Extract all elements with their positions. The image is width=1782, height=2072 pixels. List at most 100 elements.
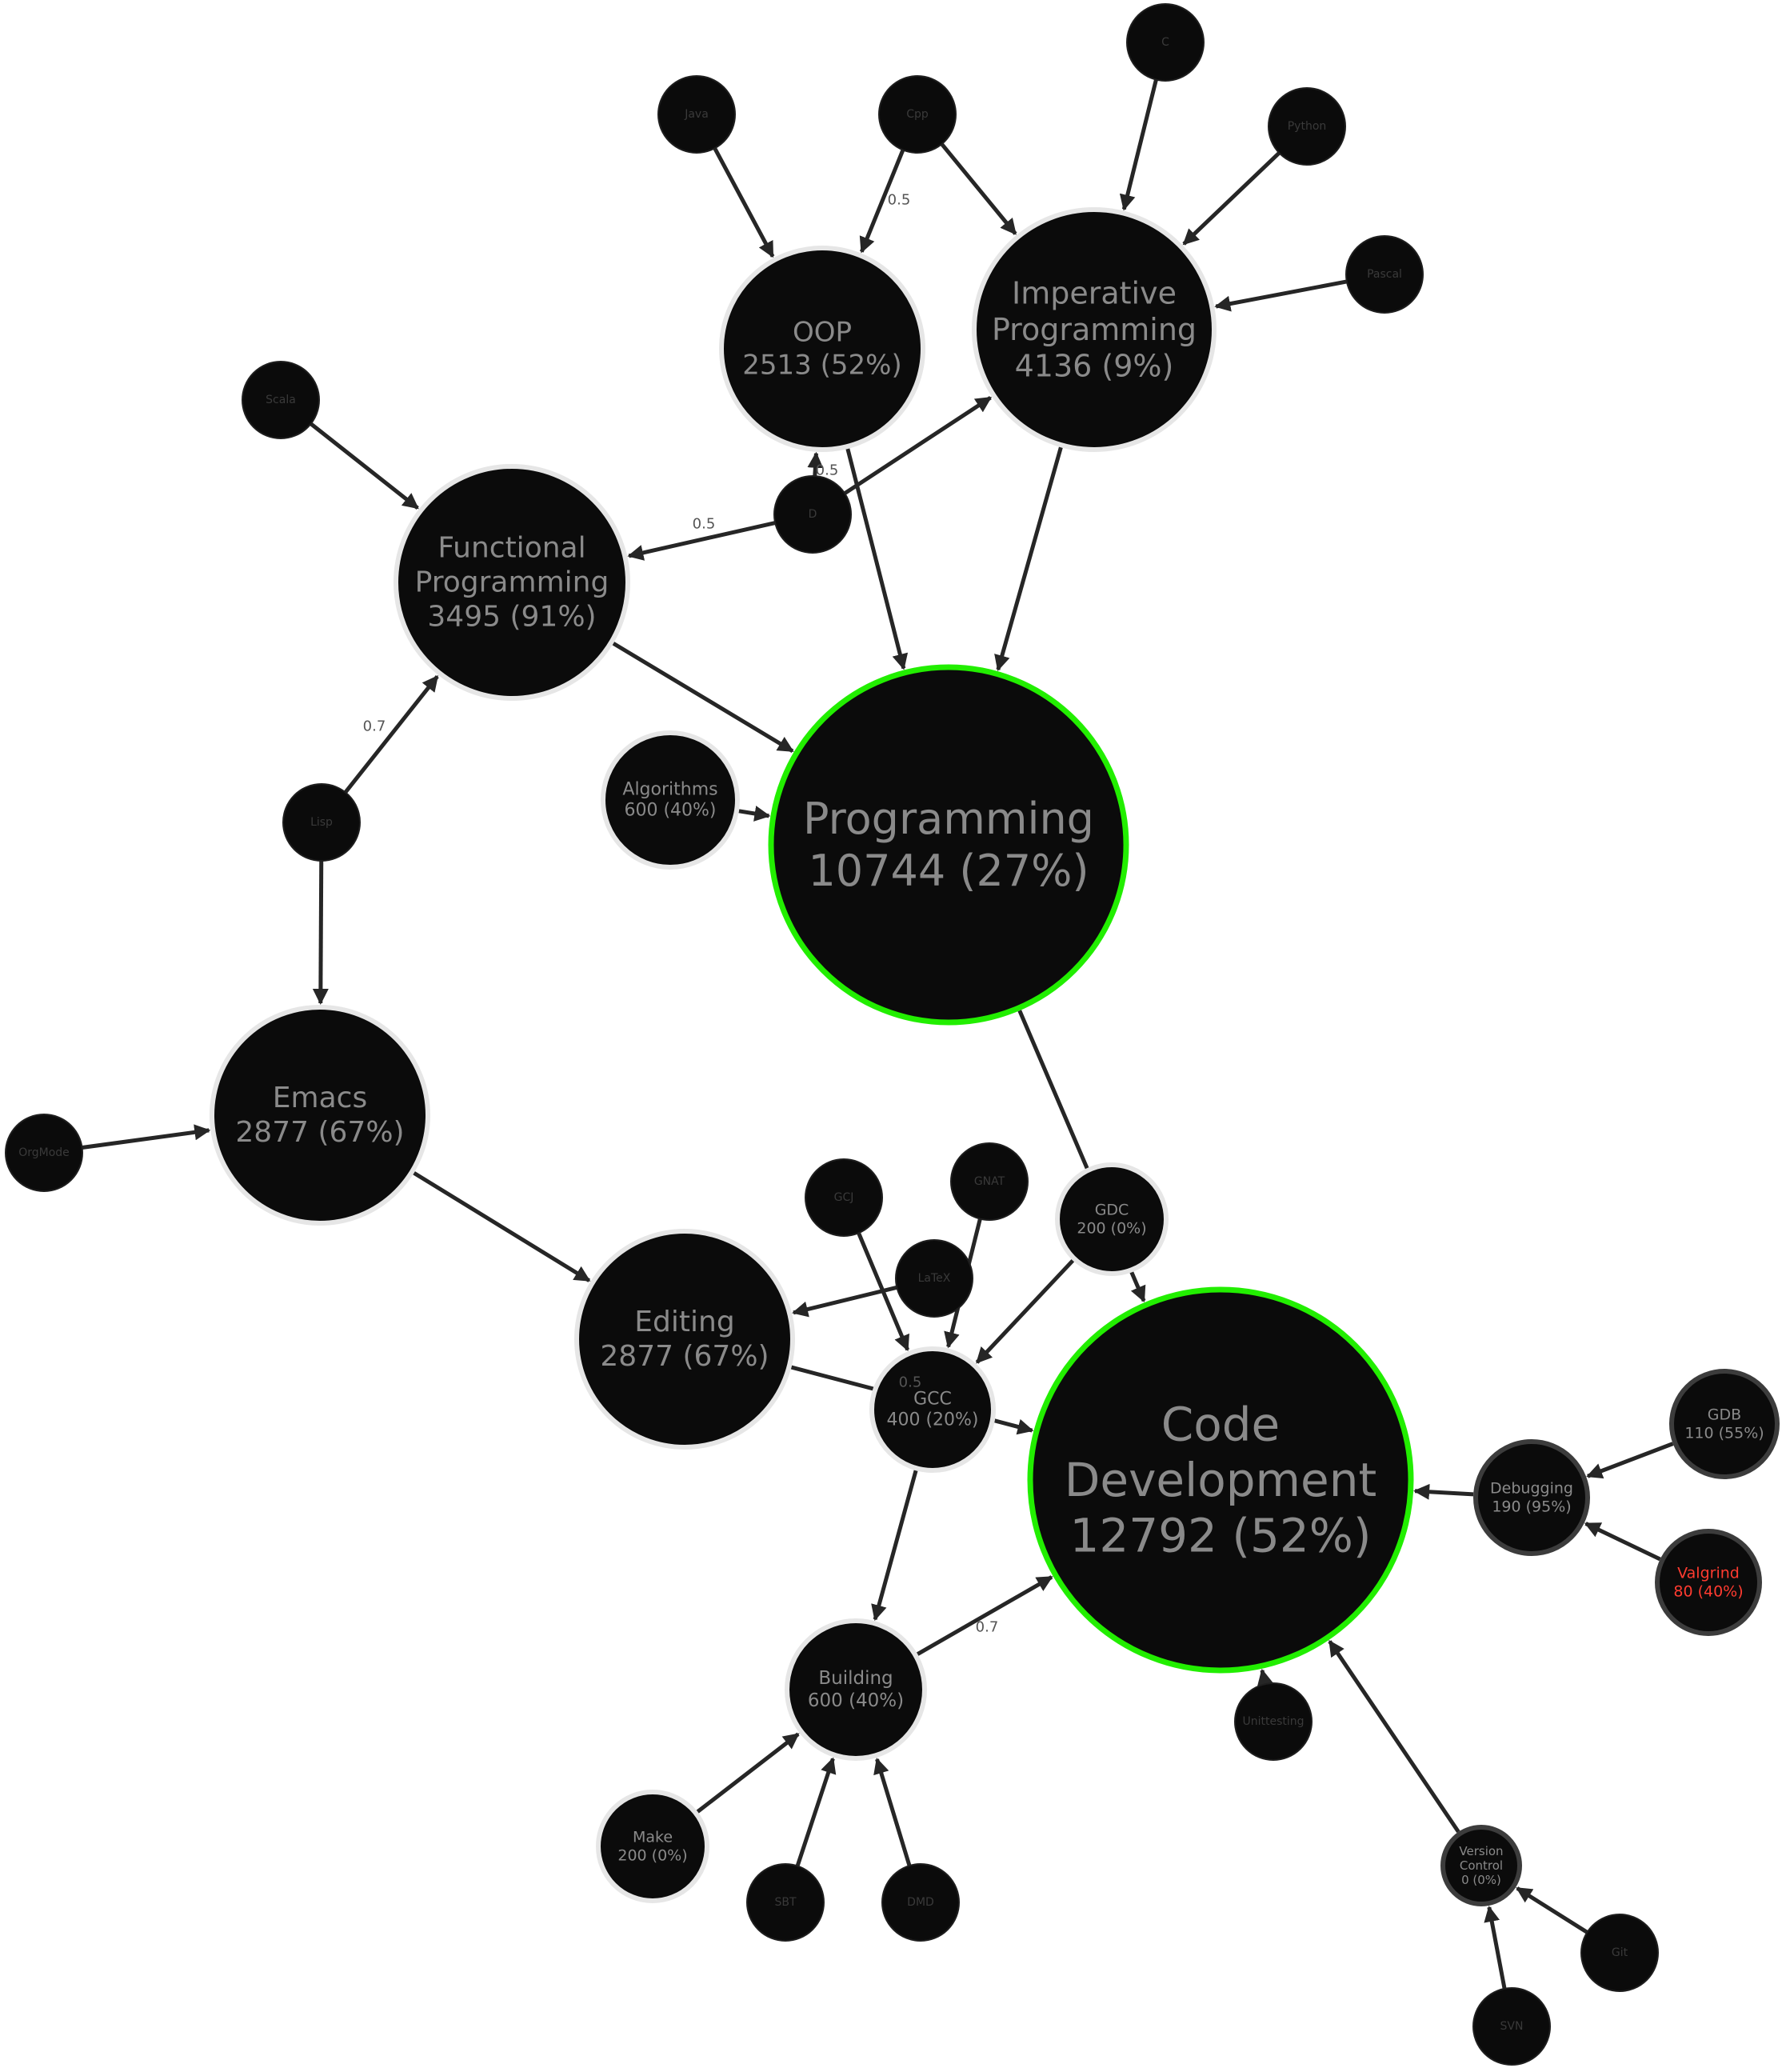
edge-weight-label: 0.7 [363,718,386,735]
node-cpp[interactable]: Cpp [878,75,957,154]
edge-weight-label: 0.5 [816,462,839,479]
node-lisp[interactable]: Lisp [282,783,361,862]
node-circle[interactable] [1234,1682,1313,1761]
node-circle[interactable] [1126,3,1205,82]
node-circle[interactable] [1055,1162,1169,1276]
node-circle[interactable] [881,1863,960,1942]
node-gnat[interactable]: GNAT [950,1142,1029,1221]
node-gcj[interactable]: GCJ [805,1158,883,1237]
node-circle[interactable] [1580,1914,1659,1992]
edge-d-to-functional-programming [627,521,776,561]
node-unittesting[interactable]: Unittesting [1234,1682,1313,1761]
edge-d-to-imperative-programming [843,395,993,495]
node-label-line: Git [1612,1946,1628,1959]
edge-dmd-to-building [873,1758,912,1866]
node-circle[interactable] [1472,1987,1551,2066]
node-circle[interactable] [785,1618,927,1761]
edge-gdb-to-debugging [1586,1442,1674,1479]
node-orgmode[interactable]: OrgMode [5,1114,83,1192]
node-label-line: 200 (0%) [1077,1219,1146,1237]
node-java[interactable]: Java [657,75,736,154]
node-circle[interactable] [1473,1439,1590,1556]
node-circle[interactable] [596,1790,709,1903]
node-circle[interactable] [394,464,630,701]
edge-building-to-code-development [916,1575,1053,1656]
node-label-line: Unittesting [1242,1715,1304,1728]
node-python[interactable]: Python [1268,87,1346,166]
node-dmd[interactable]: DMD [881,1863,960,1942]
node-circle[interactable] [1268,87,1346,166]
node-circle[interactable] [950,1142,1029,1221]
node-circle[interactable] [1440,1825,1522,1906]
node-circle[interactable] [242,361,320,439]
node-c[interactable]: C [1126,3,1205,82]
node-circle[interactable] [878,75,957,154]
node-circle[interactable] [1345,235,1424,314]
node-circle[interactable] [657,75,736,154]
node-label-line: 2877 (67%) [235,1116,404,1149]
node-circle[interactable] [895,1239,973,1318]
node-circle[interactable] [972,207,1217,452]
node-git[interactable]: Git [1580,1914,1659,1992]
node-label-line: Make [633,1829,673,1846]
node-label-line: SVN [1500,2020,1524,2033]
node-circle[interactable] [869,1346,996,1473]
node-label-line: Programming [415,566,609,599]
node-circle[interactable] [5,1114,83,1192]
node-circle[interactable] [282,783,361,862]
edge-git-to-version-control [1516,1886,1588,1934]
edge-latex-to-editing [792,1285,897,1318]
edge-weight-label: 0.7 [976,1619,999,1636]
node-circle[interactable] [768,664,1129,1026]
node-circle[interactable] [1669,1369,1780,1479]
edge-svn-to-version-control [1484,1906,1507,1990]
edge-unittesting-to-code-development [1257,1668,1273,1686]
node-label-line: 2513 (52%) [742,349,901,381]
node-circle[interactable] [601,730,740,870]
node-circle[interactable] [1027,1286,1414,1674]
node-label-line: SBT [774,1896,796,1909]
node-svn[interactable]: SVN [1472,1987,1551,2066]
node-circle[interactable] [1655,1529,1762,1636]
node-circle[interactable] [805,1158,883,1237]
node-circle[interactable] [574,1229,795,1450]
node-label-line: Python [1288,120,1327,133]
node-label-line: Functional [438,531,585,564]
node-label-line: GCJ [834,1191,854,1204]
node-circle[interactable] [719,246,925,452]
node-circle[interactable] [773,475,852,554]
edge-cpp-to-imperative-programming [940,142,1017,235]
edge-orgmode-to-emacs [82,1124,211,1150]
node-scala[interactable]: Scala [242,361,320,439]
node-latex[interactable]: LaTeX [895,1239,973,1318]
node-pascal[interactable]: Pascal [1345,235,1424,314]
edges-layer [82,78,1674,1990]
node-label-line: Valgrind [1677,1565,1740,1582]
node-d[interactable]: D [773,475,852,554]
node-label-line: 0 (0%) [1461,1873,1501,1887]
node-sbt[interactable]: SBT [746,1863,825,1942]
node-label-line: 12792 (52%) [1069,1509,1371,1563]
edge-lisp-to-emacs [312,860,329,1006]
node-circle[interactable] [210,1005,430,1226]
node-label-line: 600 (40%) [808,1690,904,1711]
edge-version-control-to-code-development [1328,1640,1460,1834]
node-circle[interactable] [746,1863,825,1942]
